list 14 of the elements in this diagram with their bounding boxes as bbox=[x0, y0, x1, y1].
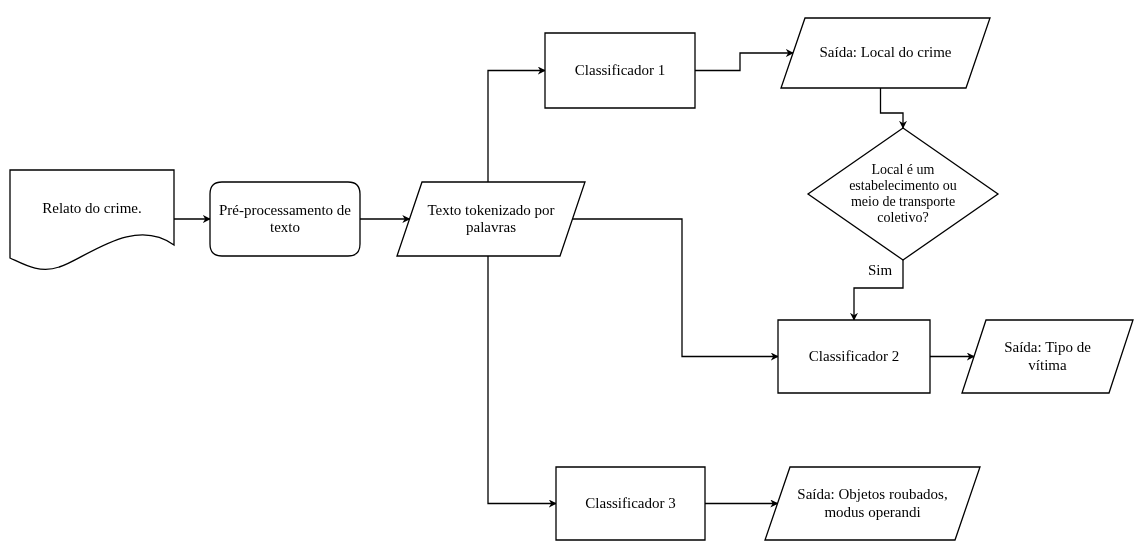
node-text: Local é um estabelecimento ou meio de transporte coletivo? bbox=[848, 161, 958, 227]
node-text: Saída: Objetos roubados, modus operandi bbox=[796, 486, 949, 521]
node-text: Classificador 1 bbox=[574, 61, 666, 80]
arrow bbox=[879, 87, 907, 129]
node-text: Relato do crime. bbox=[42, 200, 142, 218]
node-text: Classificador 2 bbox=[808, 347, 900, 366]
arrow bbox=[850, 259, 904, 321]
arrow bbox=[487, 66, 546, 183]
node-text: Saída: Tipo de vítima bbox=[1003, 339, 1092, 374]
node-text: Texto tokenizado por palavras bbox=[426, 201, 556, 237]
node-text: Pré-processamento de texto bbox=[217, 201, 352, 237]
node-text: Classificador 3 bbox=[585, 494, 676, 513]
arrow bbox=[487, 255, 557, 508]
node-text: Saída: Local do crime bbox=[819, 44, 952, 62]
